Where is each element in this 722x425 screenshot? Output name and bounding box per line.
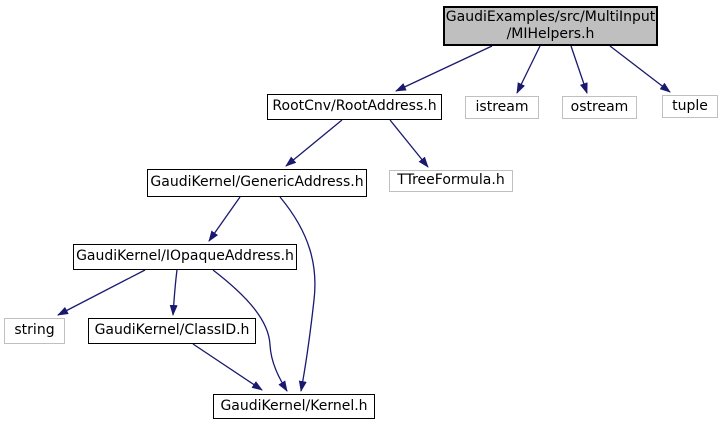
edge-iopaqueaddress-to-classid [169,269,178,316]
graph-node-ttreeformula: TTreeFormula.h [389,170,513,192]
edge-genericaddress-to-kernel [279,196,316,392]
edge-rootaddress-to-ttreeformula [389,119,429,168]
edge-classid-to-kernel [192,343,263,391]
graph-node-istream: istream [465,96,539,119]
edge-iopaqueaddress-to-kernel [212,269,288,392]
edge-root-to-rootaddress [395,45,493,92]
graph-node-root: GaudiExamples/src/MultiInput /MIHelpers.… [443,6,658,46]
graph-node-iopaqueaddress[interactable]: GaudiKernel/IOpaqueAddress.h [73,244,297,270]
edge-root-to-istream [516,45,541,94]
edge-rootaddress-to-genericaddress [285,119,343,167]
graph-node-ostream: ostream [562,96,637,119]
graph-node-string: string [4,318,65,344]
edge-genericaddress-to-iopaqueaddress [208,196,241,242]
edge-root-to-ostream [570,45,588,94]
graph-node-tuple: tuple [662,95,718,118]
graph-node-classid[interactable]: GaudiKernel/ClassID.h [88,318,256,344]
edge-iopaqueaddress-to-string [57,269,146,316]
edge-root-to-tuple [609,45,671,93]
graph-node-kernel[interactable]: GaudiKernel/Kernel.h [213,394,375,419]
graph-node-genericaddress[interactable]: GaudiKernel/GenericAddress.h [147,169,367,197]
graph-node-rootaddress[interactable]: RootCnv/RootAddress.h [267,94,442,120]
